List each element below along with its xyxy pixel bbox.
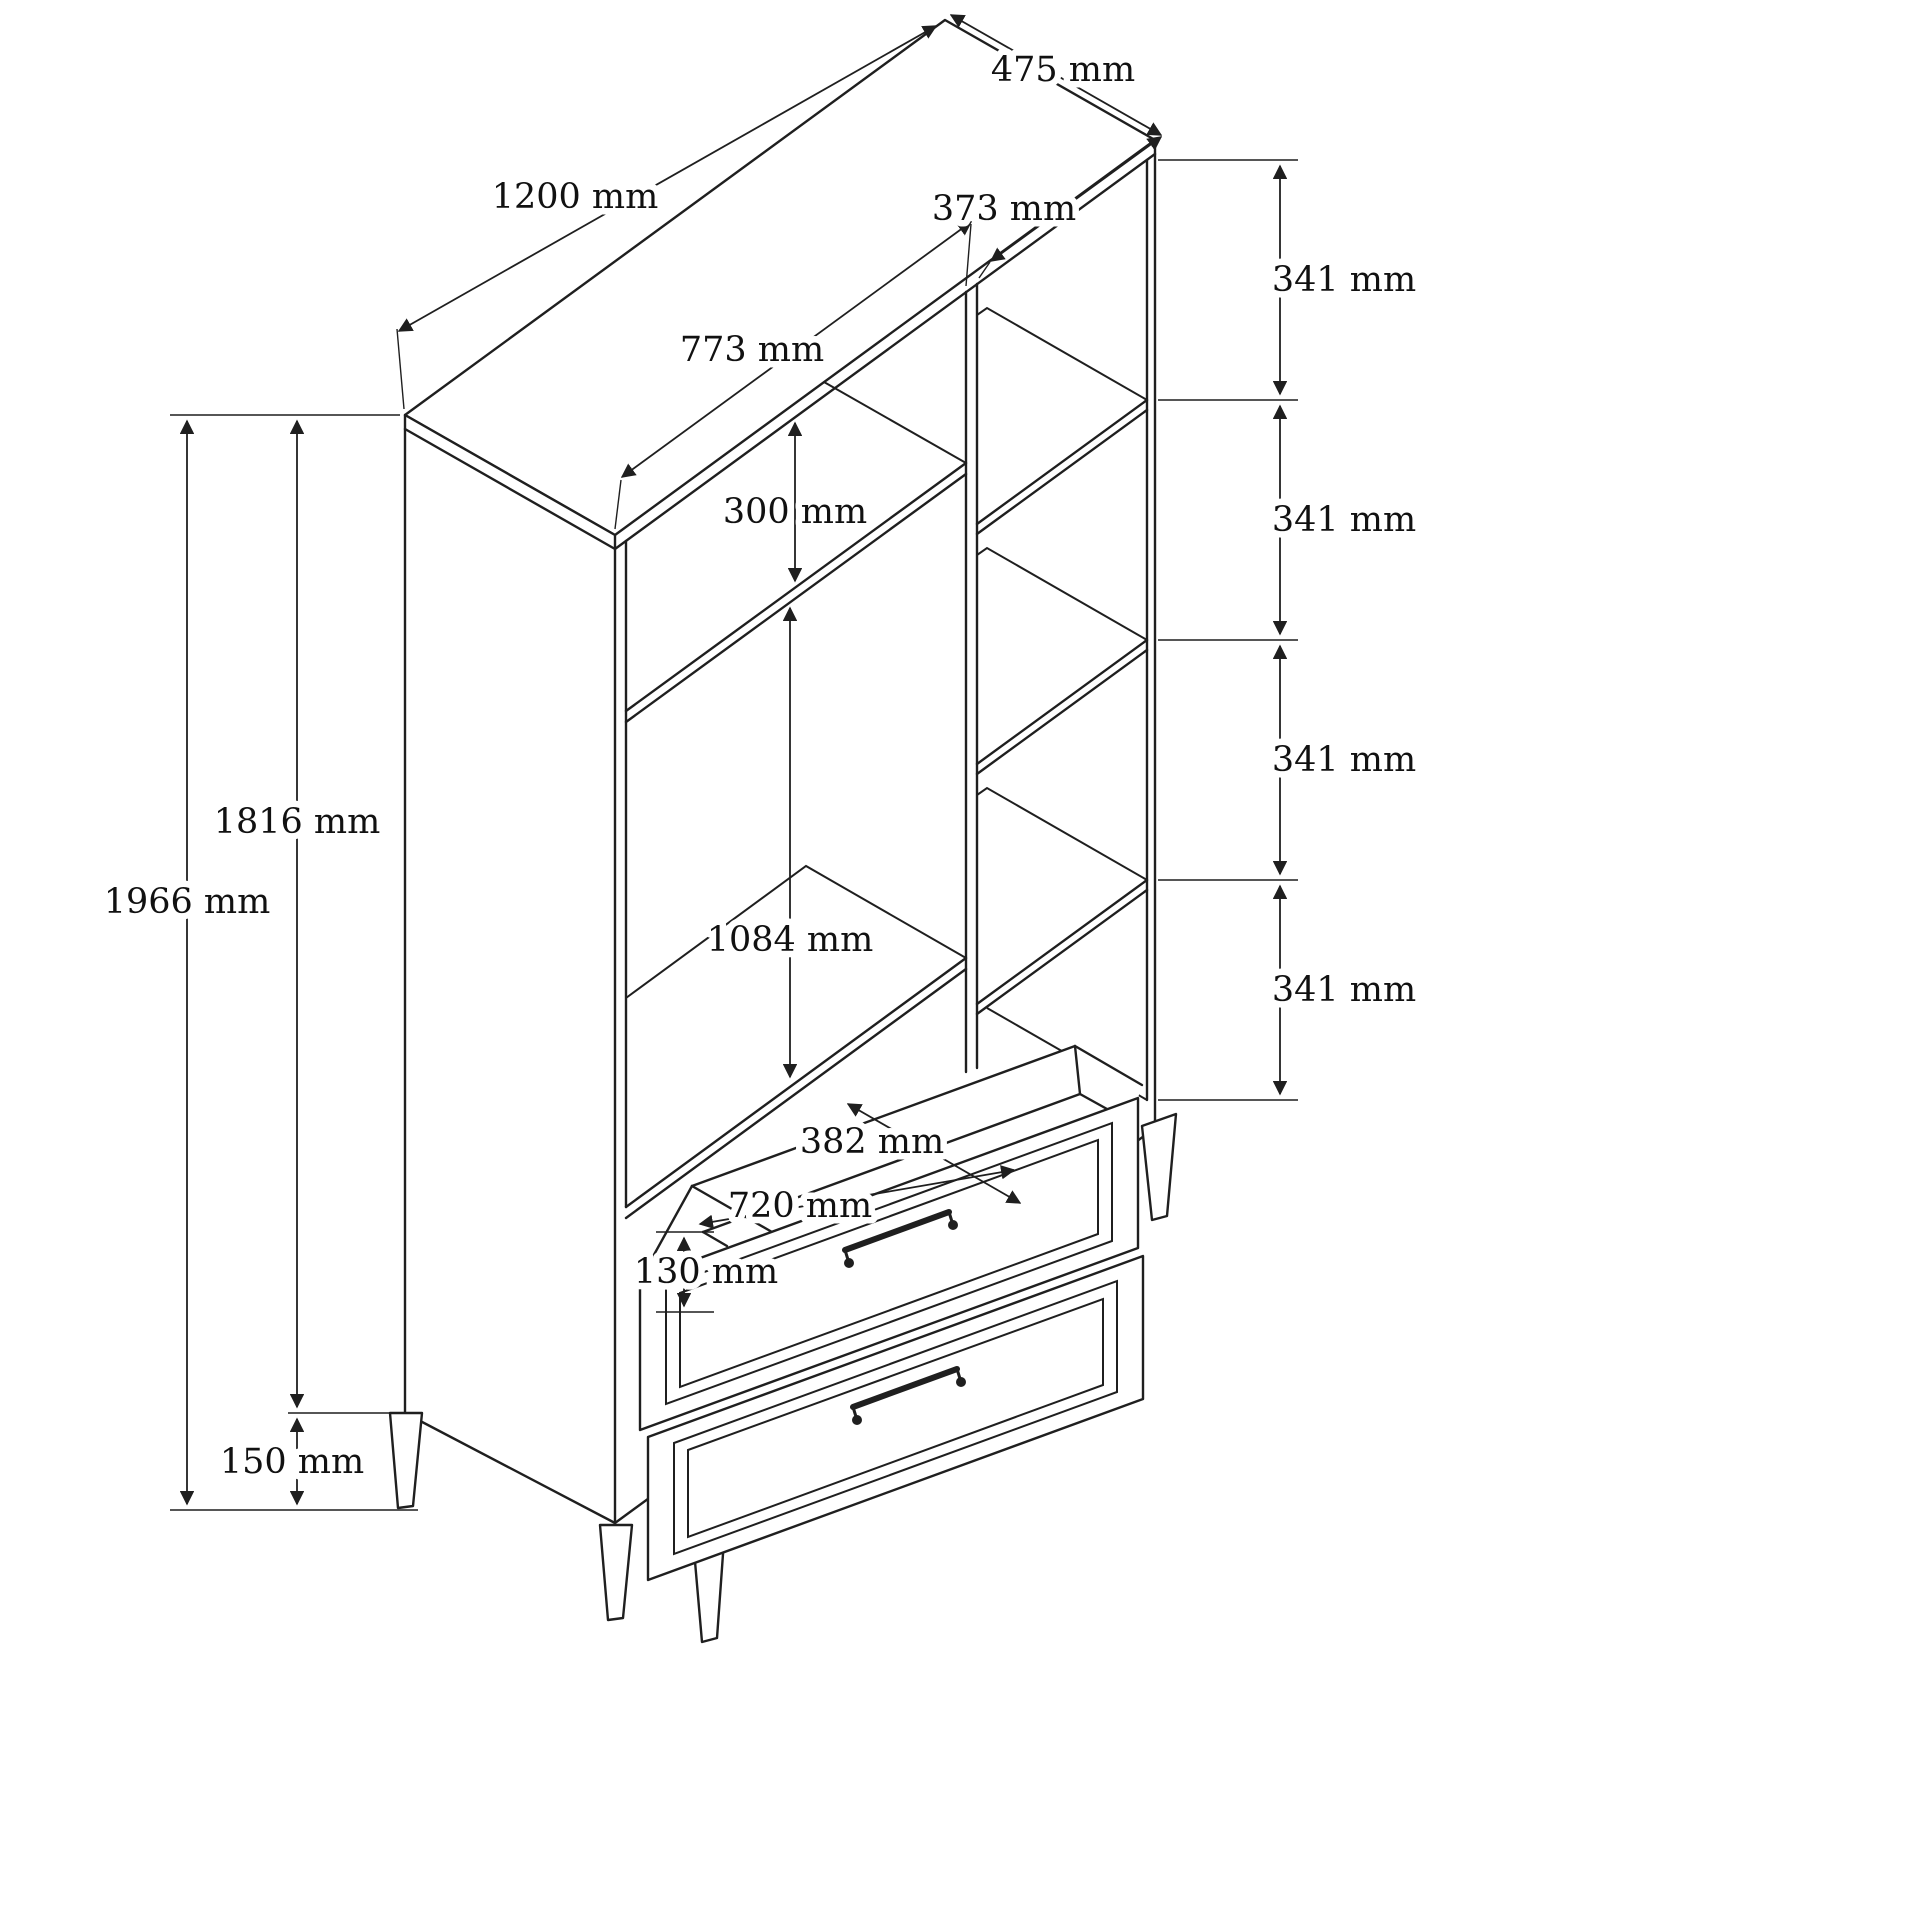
drawer-front-bottom — [646, 1254, 1145, 1582]
dim-label-tall-compartment: 1084 mm — [707, 920, 874, 960]
dim-label-total-height: 1966 mm — [104, 882, 271, 922]
dim-label-left-section-width: 773 mm — [680, 330, 824, 370]
dim-label-leg-height: 150 mm — [220, 1442, 364, 1482]
leg-front-left — [598, 1523, 634, 1622]
dim-label-shelf1: 341 mm — [1272, 260, 1416, 300]
dim-drawer-width-line — [698, 1165, 1016, 1229]
left-side-panel — [403, 413, 617, 1525]
leg-right — [1140, 1112, 1178, 1222]
dim-label-shelf4: 341 mm — [1272, 970, 1416, 1010]
dim-label-top-width: 1200 mm — [492, 177, 659, 217]
dim-label-drawer-height: 130 mm — [634, 1252, 778, 1292]
dim-top-width-line — [397, 25, 938, 332]
dim-label-right-section-width: 373 mm — [932, 189, 1076, 229]
dim-label-shelf2: 341 mm — [1272, 500, 1416, 540]
dim-label-top-depth: 475 mm — [991, 50, 1135, 90]
dim-label-shelf3: 341 mm — [1272, 740, 1416, 780]
drawer-front-b-frame-inner — [687, 1297, 1104, 1539]
top-panel-left-thickness-edge — [403, 427, 617, 551]
dim-label-upper-compartment: 300 mm — [723, 492, 867, 532]
dim-label-drawer-width: 720 mm — [728, 1186, 872, 1226]
dim-left-section-width-line — [620, 221, 973, 478]
bottom-shelf-surface-edge — [625, 864, 967, 999]
drawer-front-bottom-frame-outer — [673, 1279, 1118, 1556]
dim-top-depth-line — [949, 14, 1163, 136]
right-column-shelves — [975, 306, 1149, 1101]
legs — [388, 1411, 726, 1644]
leg-back-left — [388, 1411, 424, 1510]
drawer-handle-bottom — [850, 1366, 966, 1425]
dim-label-drawer-depth: 382 mm — [800, 1122, 944, 1162]
dimension-annotations: 1200 mm 475 mm 773 mm 373 mm 341 mm 341 … — [97, 14, 1423, 1511]
dim-right-section-width-line — [989, 136, 1163, 262]
dim-label-body-height: 1816 mm — [214, 802, 381, 842]
drawer-right-wall-top — [1073, 1044, 1144, 1087]
